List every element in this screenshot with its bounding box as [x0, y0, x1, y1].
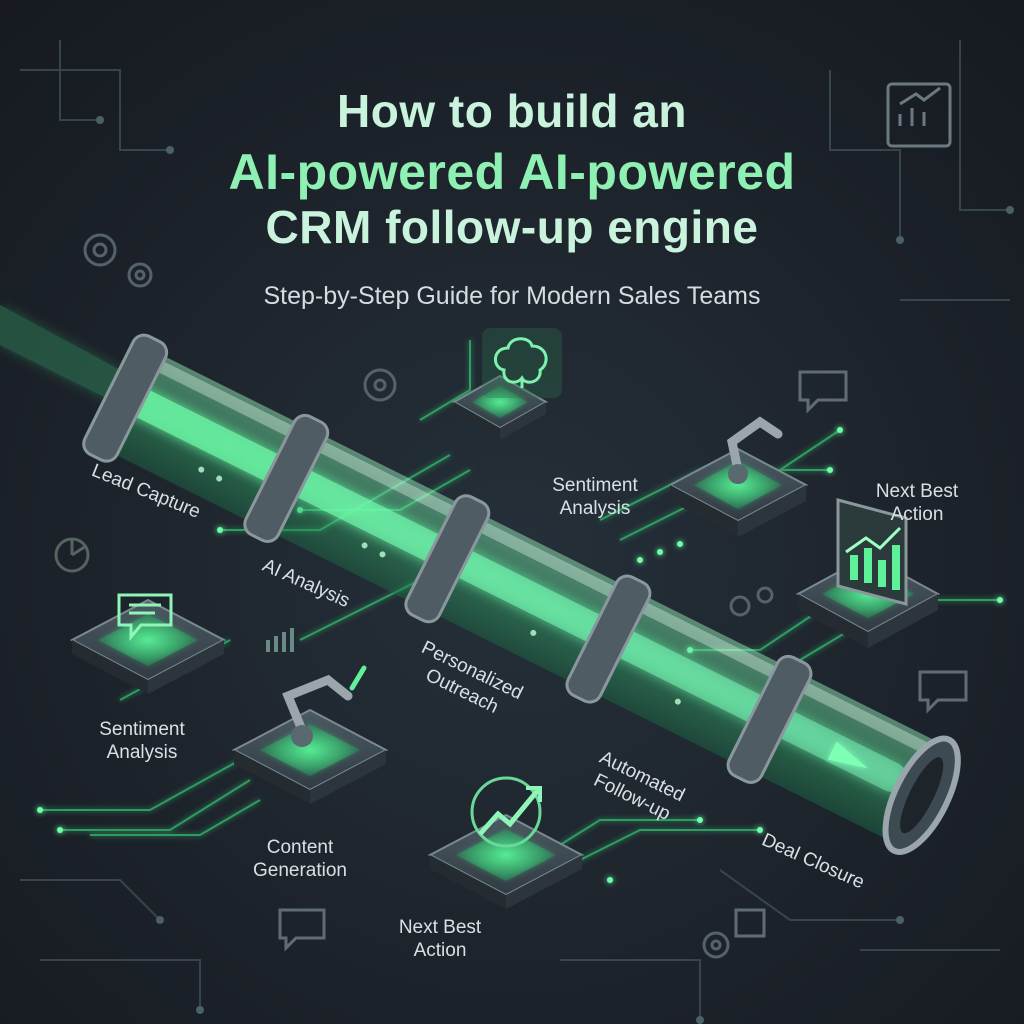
title-line-1: How to build an — [337, 85, 687, 137]
robot-arm-icon-2 — [282, 665, 367, 747]
subtitle: Step-by-Step Guide for Modern Sales Team… — [263, 282, 761, 310]
flow-arrow — [827, 741, 868, 769]
light-streak — [0, 305, 120, 400]
glass-pipeline — [82, 333, 961, 855]
growth-chart-icon — [886, 82, 952, 148]
trend-arrow-icon — [470, 776, 542, 848]
label-next-best-action-right: Next Best Action — [875, 481, 959, 525]
title-line-2: AI-powered AI-powered — [228, 144, 796, 200]
platform-sentiment-top — [451, 374, 549, 440]
circuit-traces — [20, 40, 1010, 1020]
pipe-couplings — [82, 333, 813, 784]
brain-icon — [482, 328, 562, 398]
label-next-best-action-bottom: Next Best Action — [398, 917, 482, 961]
title-line-3: CRM follow-up engine — [265, 201, 759, 253]
platform-chat-left — [69, 598, 227, 694]
platform-robot-left — [231, 708, 389, 804]
gear-icon — [83, 233, 774, 959]
speech-bubble-icon — [278, 370, 968, 952]
mini-bars-icon — [266, 628, 294, 652]
robot-arm-icon — [726, 416, 783, 484]
platform-robot-top — [667, 447, 809, 537]
label-sentiment-analysis-left: Sentiment Analysis — [99, 719, 185, 763]
platform-trend-bottom — [427, 813, 585, 909]
label-sentiment-analysis-top: Sentiment Analysis — [552, 475, 638, 519]
label-content-generation: Content Generation — [252, 837, 347, 881]
chart-icon — [836, 498, 908, 606]
chat-icon — [117, 593, 173, 642]
pie-icon — [54, 537, 90, 573]
